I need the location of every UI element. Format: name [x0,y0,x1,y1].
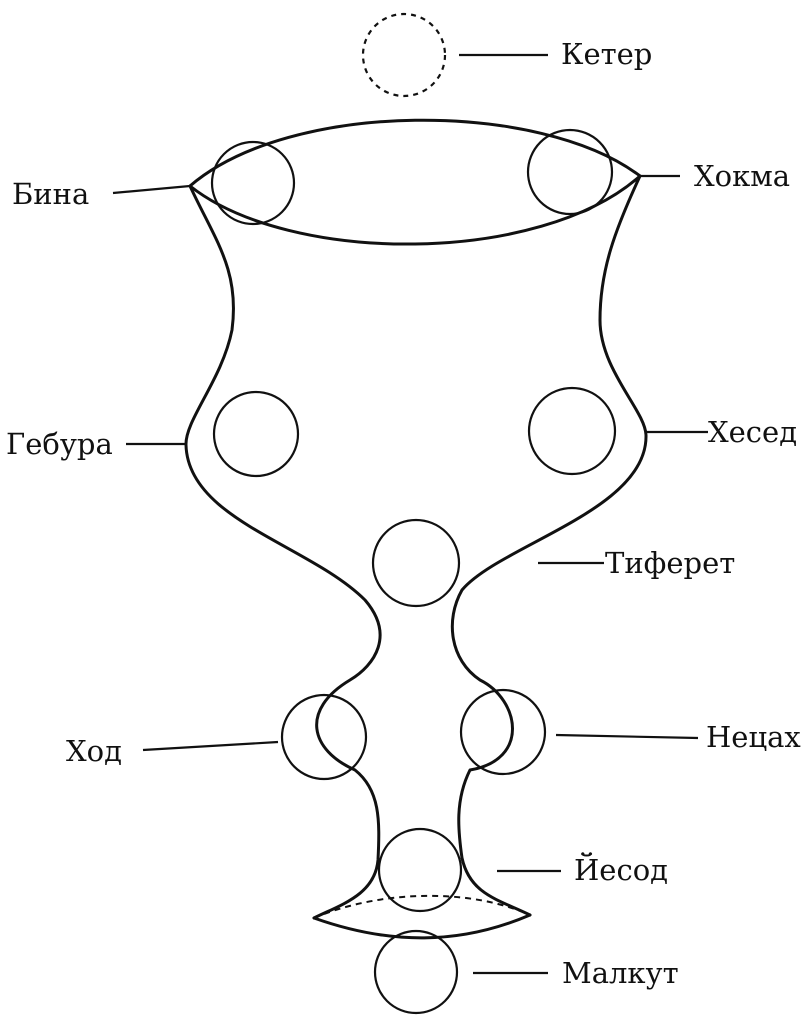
hokma-label: Хокма [694,159,790,193]
netsah-leader [556,735,698,738]
base-rim [314,915,530,938]
malkut-label: Малкут [562,956,679,990]
cup-outline-left [186,186,380,918]
yesod-label: Йесод [574,851,668,887]
keter-label: Кетер [561,37,652,71]
bina-circle [212,142,294,224]
tiferet-label: Тиферет [605,546,735,580]
netsah-label: Нецах [706,720,801,754]
bina-leader [113,186,190,193]
gebura-label: Гебура [6,427,113,461]
gebura-circle [214,392,298,476]
hod-circle [282,695,366,779]
cup-rim [190,120,640,244]
hod-label: Ход [66,734,122,768]
hesed-circle [529,388,615,474]
bina-label: Бина [12,177,89,211]
yesod-circle [379,829,461,911]
tiferet-circle [373,520,459,606]
malkut-circle [375,931,457,1013]
hod-leader [143,742,278,750]
hesed-label: Хесед [708,415,797,449]
keter-circle [363,14,445,96]
